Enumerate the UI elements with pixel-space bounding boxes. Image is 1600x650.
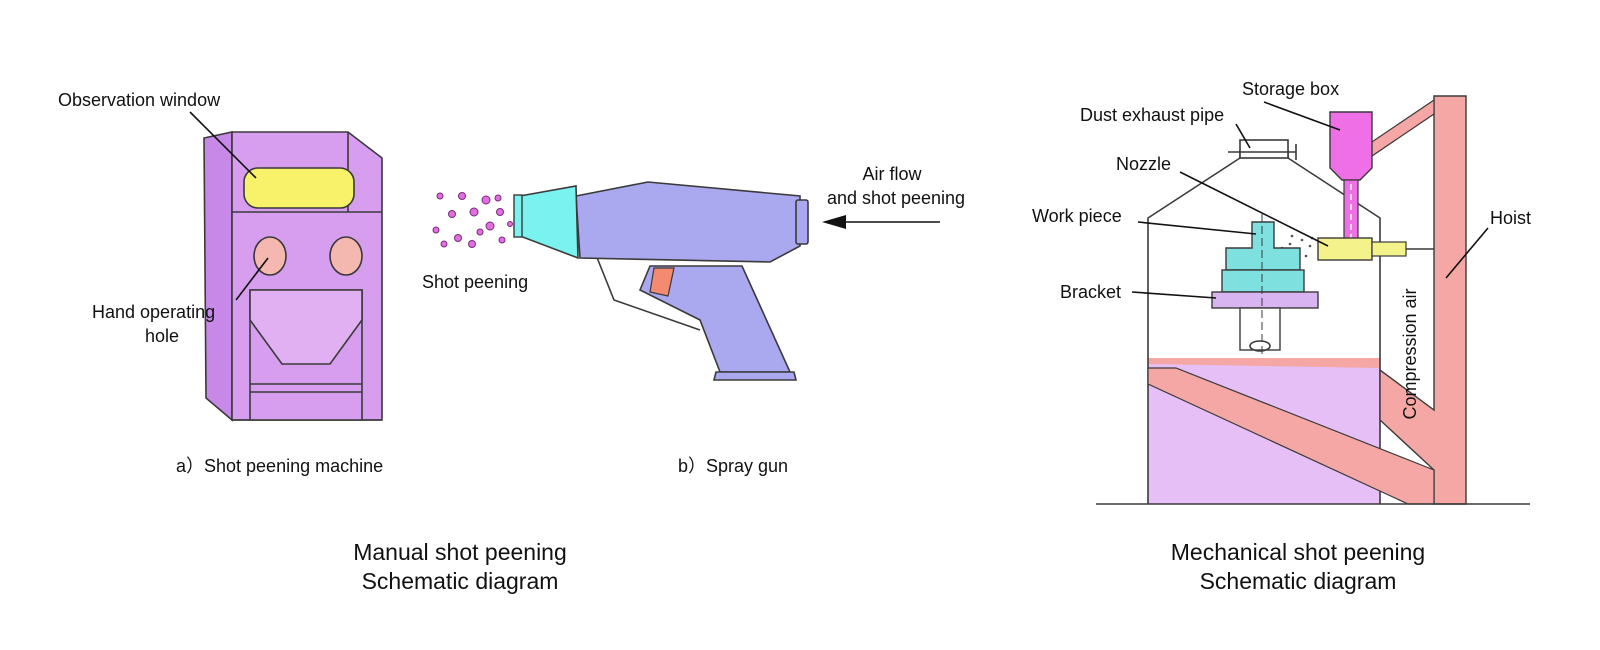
dust-exhaust-pipe bbox=[1239, 139, 1289, 159]
leader-nozzle bbox=[1179, 171, 1329, 247]
label-hand-hole-line1: Hand operating bbox=[92, 302, 215, 322]
gun-body bbox=[575, 181, 801, 263]
label-work-piece: Work piece bbox=[1032, 206, 1122, 226]
label-hand-hole-line2: hole bbox=[145, 326, 179, 346]
hand-hole-right bbox=[329, 236, 363, 276]
caption-b: b）Spray gun bbox=[678, 456, 788, 476]
hoist bbox=[1379, 95, 1467, 505]
manual-caption-line2: Schematic diagram bbox=[362, 568, 559, 594]
cabinet-side-panel bbox=[203, 131, 233, 422]
label-compression-air: Compression air bbox=[1400, 288, 1420, 419]
leader-observation-window bbox=[189, 111, 257, 179]
bin-top-surface bbox=[1148, 358, 1380, 368]
label-shot-peening: Shot peening bbox=[422, 272, 528, 292]
label-bracket: Bracket bbox=[1060, 282, 1121, 302]
gun-rear-cap bbox=[795, 199, 809, 245]
gun-trigger bbox=[649, 267, 675, 297]
leader-hand-hole bbox=[235, 257, 269, 301]
gun-nozzle bbox=[519, 185, 579, 260]
caption-a: a）Shot peening machine bbox=[176, 456, 383, 476]
leader-bracket bbox=[1131, 291, 1217, 299]
storage-box bbox=[1329, 111, 1373, 181]
label-nozzle: Nozzle bbox=[1116, 154, 1171, 174]
air-flow-arrow-head bbox=[822, 215, 846, 229]
work-table bbox=[1221, 269, 1305, 293]
cabinet-hopper bbox=[249, 289, 363, 365]
shot-particles bbox=[432, 192, 513, 248]
mech-nozzle bbox=[1317, 237, 1373, 261]
label-storage-box: Storage box bbox=[1242, 79, 1339, 99]
mechanical-caption-line1: Mechanical shot peening bbox=[1171, 539, 1425, 565]
manual-caption-line1: Manual shot peening bbox=[353, 539, 567, 565]
gun-grip-base bbox=[712, 371, 798, 381]
label-air-flow-line2: and shot peening bbox=[827, 188, 965, 208]
shot-peening-machine bbox=[203, 131, 383, 422]
observation-window bbox=[243, 167, 355, 209]
bracket bbox=[1211, 291, 1319, 309]
leader-work-piece bbox=[1137, 221, 1257, 235]
spray-gun bbox=[513, 181, 809, 381]
label-hoist: Hoist bbox=[1490, 208, 1531, 228]
label-air-flow-line1: Air flow bbox=[862, 164, 922, 184]
work-piece bbox=[1225, 221, 1301, 271]
label-observation-window: Observation window bbox=[58, 90, 221, 110]
spindle bbox=[1239, 307, 1281, 351]
leader-hoist bbox=[1445, 227, 1489, 279]
mechanical-machine bbox=[1096, 95, 1530, 505]
label-dust-exhaust-pipe: Dust exhaust pipe bbox=[1080, 105, 1224, 125]
mechanical-caption-line2: Schematic diagram bbox=[1200, 568, 1397, 594]
